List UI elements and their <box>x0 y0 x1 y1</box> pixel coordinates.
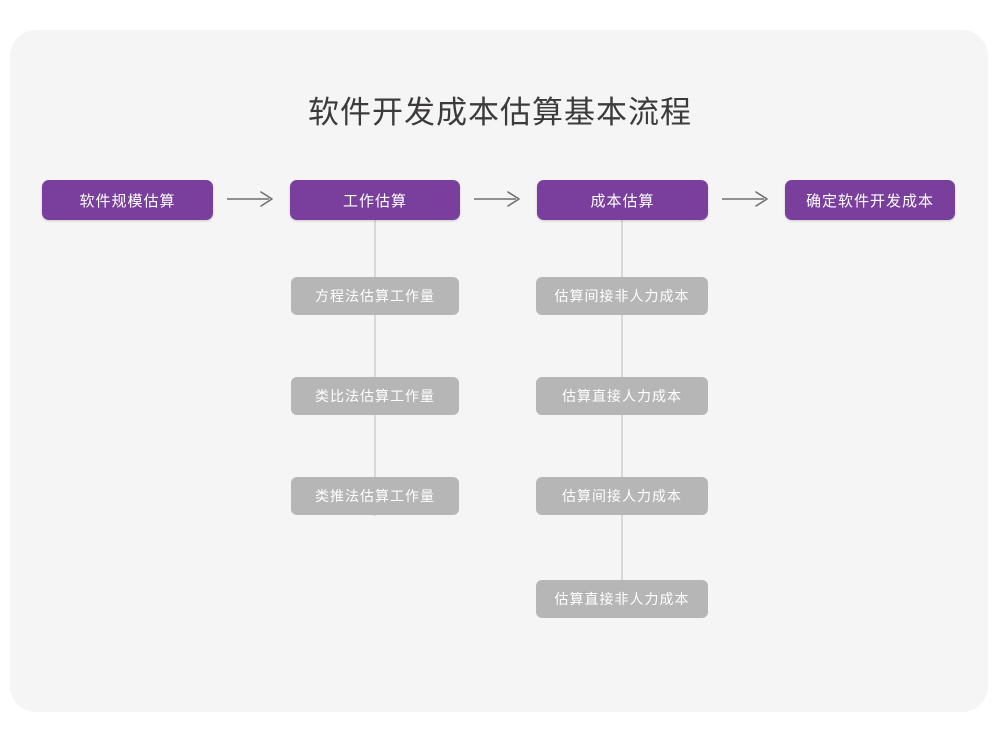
substep-box-indirect-nonlabor-cost[interactable]: 估算间接非人力成本 <box>536 277 708 315</box>
substep-box-indirect-labor-cost[interactable]: 估算间接人力成本 <box>536 477 708 515</box>
diagram-card <box>10 30 988 712</box>
substep-box-equation-method-effort[interactable]: 方程法估算工作量 <box>291 277 459 315</box>
page-title: 软件开发成本估算基本流程 <box>308 95 692 130</box>
substep-box-direct-nonlabor-cost[interactable]: 估算直接非人力成本 <box>536 580 708 618</box>
stage-box-software-scale-estimation[interactable]: 软件规模估算 <box>42 180 213 220</box>
substep-box-direct-labor-cost[interactable]: 估算直接人力成本 <box>536 377 708 415</box>
substep-box-induction-method-effort[interactable]: 类推法估算工作量 <box>291 477 459 515</box>
stage-box-effort-estimation[interactable]: 工作估算 <box>290 180 460 220</box>
connector-line-stage2 <box>374 219 376 516</box>
arrow-right-icon <box>472 188 526 210</box>
arrow-right-icon <box>720 188 774 210</box>
stage-box-cost-estimation[interactable]: 成本估算 <box>537 180 708 220</box>
stage-box-determine-development-cost[interactable]: 确定软件开发成本 <box>785 180 955 220</box>
arrow-right-icon <box>225 188 279 210</box>
substep-box-analogy-method-effort[interactable]: 类比法估算工作量 <box>291 377 459 415</box>
